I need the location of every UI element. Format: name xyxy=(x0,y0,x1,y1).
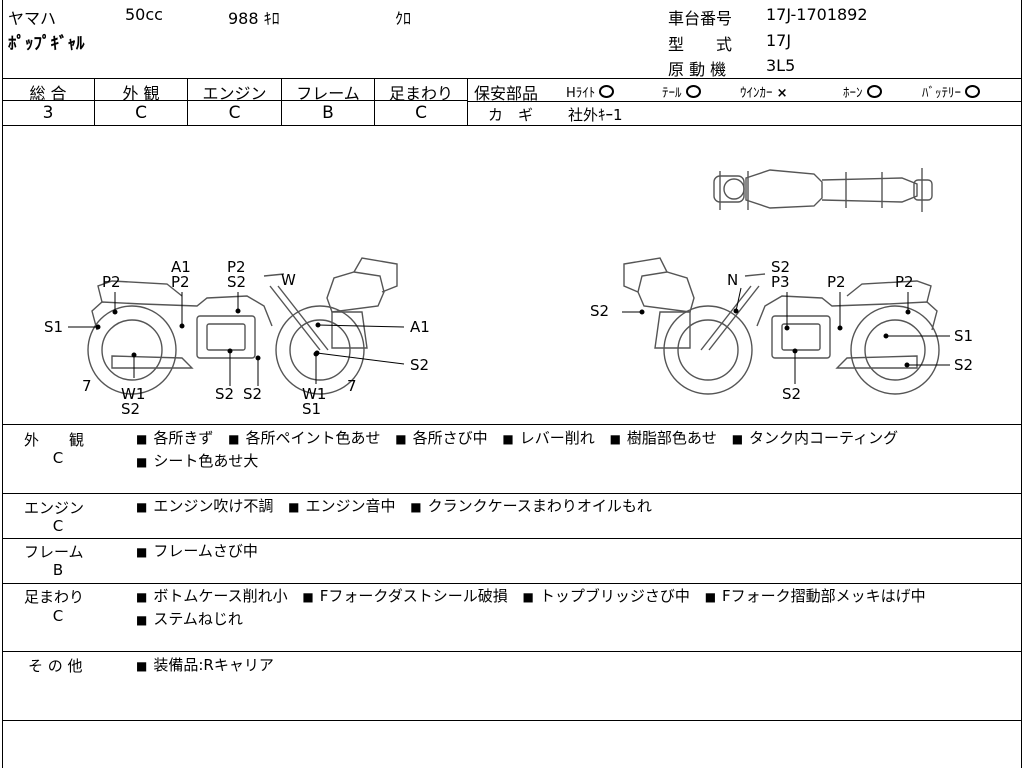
score-value-frame: B xyxy=(322,103,334,123)
mileage: 988 ｷﾛ xyxy=(228,9,280,28)
bike-right-side-view xyxy=(623,257,940,395)
safety-horn: ﾎｰﾝ xyxy=(843,82,882,101)
diagram-label: S2 xyxy=(243,385,262,403)
engine-value: 3L5 xyxy=(766,56,796,75)
remark-title-other: そ の 他 xyxy=(28,657,83,675)
diagram-label: S2 xyxy=(410,356,429,374)
diagram-label: N xyxy=(727,271,738,289)
safety-label: 保安部品 xyxy=(474,84,539,103)
bike-top-view xyxy=(713,168,933,212)
safety-winker: ｳｲﾝｶｰ × xyxy=(740,86,788,101)
engine-label: 原 動 機 xyxy=(668,60,727,79)
remark-items-other: ■装備品:Rキャリア xyxy=(136,656,274,674)
score-value-engine: C xyxy=(228,103,241,123)
bullet-icon: ■ xyxy=(395,432,407,446)
ok-circle-icon xyxy=(599,85,615,98)
diagram-label: 7 xyxy=(347,377,357,395)
diagram-label: P3 xyxy=(771,273,790,291)
remark-title-exterior: 外 観 xyxy=(24,431,85,449)
diagram-label: S2 xyxy=(121,400,140,418)
type-label: 型 式 xyxy=(668,35,733,54)
bullet-icon: ■ xyxy=(136,659,148,673)
bullet-icon: ■ xyxy=(609,432,621,446)
frame-no-label: 車台番号 xyxy=(668,9,733,28)
diagram-label: S2 xyxy=(227,273,246,291)
score-label-engine: エンジン xyxy=(202,84,267,103)
frame-no: 17J-1701892 xyxy=(766,5,868,24)
diagram-label: A1 xyxy=(410,318,430,336)
score-label-total: 総 合 xyxy=(29,84,67,103)
bullet-icon: ■ xyxy=(731,432,744,446)
score-value-exterior: C xyxy=(135,103,147,123)
score-label-frame: フレーム xyxy=(296,84,360,103)
remark-title-frame: フレーム xyxy=(24,543,84,561)
remark-grade-exterior: C xyxy=(52,449,64,467)
diagram-label: S2 xyxy=(590,302,609,320)
displacement: 50cc xyxy=(125,5,163,24)
bullet-icon: ■ xyxy=(136,455,148,469)
safety-tail: ﾃｰﾙ xyxy=(662,82,701,101)
diagram-label: S2 xyxy=(782,385,801,403)
bullet-icon: ■ xyxy=(136,545,148,559)
diagram-label: A1 xyxy=(171,258,191,276)
frame-right xyxy=(1021,0,1022,768)
bullet-icon: ■ xyxy=(704,590,717,604)
bullet-icon: ■ xyxy=(522,590,534,604)
bullet-icon: ■ xyxy=(136,500,148,514)
diagram-label: P2 xyxy=(171,273,190,291)
bullet-icon: ■ xyxy=(136,590,148,604)
bullet-icon: ■ xyxy=(136,613,148,627)
score-value-total: 3 xyxy=(42,103,54,123)
model-name: ﾎﾟｯﾌﾟｷﾞｬﾙ xyxy=(8,34,85,54)
bullet-icon: ■ xyxy=(410,500,422,514)
diagram-label: S2 xyxy=(771,258,790,276)
score-value-suspension: C xyxy=(415,103,427,123)
ok-circle-icon xyxy=(965,85,980,98)
key-value: 社外ｷｰ1 xyxy=(568,106,623,124)
remark-title-engine: エンジン xyxy=(24,499,85,517)
diagram-label: P2 xyxy=(827,273,846,291)
bullet-icon: ■ xyxy=(136,432,148,446)
diagram-label: S1 xyxy=(954,327,973,345)
ok-circle-icon xyxy=(866,85,882,98)
bullet-icon: ■ xyxy=(288,500,300,514)
remark-items-frame: ■フレームさび中 xyxy=(136,542,258,560)
remark-title-suspension: 足まわり xyxy=(24,588,85,606)
remark-items-suspension: ■ボトムケース削れ小 ■Fフォークダストシール破損 ■トップブリッジさび中 ■F… xyxy=(136,587,926,628)
diagram-label: S1 xyxy=(302,400,321,418)
diagram-label: 7 xyxy=(82,377,92,395)
remark-grade-suspension: C xyxy=(52,607,64,625)
remark-items-engine: ■エンジン吹け不調 ■エンジン音中 ■クランクケースまわりオイルもれ xyxy=(136,497,652,515)
color: ｸﾛ xyxy=(395,9,412,28)
score-label-suspension: 足まわり xyxy=(388,84,453,103)
diagram-label: P2 xyxy=(227,258,246,276)
diagram-label: P2 xyxy=(895,273,914,291)
bullet-icon: ■ xyxy=(502,432,514,446)
safety-battery: ﾊﾞｯﾃﾘｰ xyxy=(922,82,980,101)
damage-diagram: P2 S1 A1 P2 P2 S2 W A1 S2 7 W1 S2 S2 S2 … xyxy=(44,168,973,418)
ok-circle-icon xyxy=(685,85,701,98)
remark-grade-engine: C xyxy=(52,517,64,535)
bike-left-side-view xyxy=(87,257,398,395)
diagram-label: S2 xyxy=(215,385,234,403)
diagram-label: W1 xyxy=(121,385,145,403)
key-label: カ ギ xyxy=(488,106,534,124)
score-label-exterior: 外 観 xyxy=(122,84,160,103)
diagram-label: S2 xyxy=(954,356,973,374)
remark-grade-frame: B xyxy=(52,561,64,579)
diagram-label: W1 xyxy=(302,385,326,403)
x-mark-icon: × xyxy=(776,86,788,101)
diagram-label: W xyxy=(281,271,296,289)
remark-items-exterior: ■各所きず ■各所ペイント色あせ ■各所さび中 ■レバー削れ ■樹脂部色あせ ■… xyxy=(136,429,899,470)
type-value: 17J xyxy=(766,31,792,50)
safety-headlight: Hﾗｲﾄ xyxy=(566,82,615,101)
frame-left xyxy=(2,0,3,768)
diagram-label: P2 xyxy=(102,273,121,291)
bullet-icon: ■ xyxy=(302,590,314,604)
diagram-label: S1 xyxy=(44,318,63,336)
maker: ヤマハ xyxy=(8,9,57,28)
bullet-icon: ■ xyxy=(228,432,240,446)
